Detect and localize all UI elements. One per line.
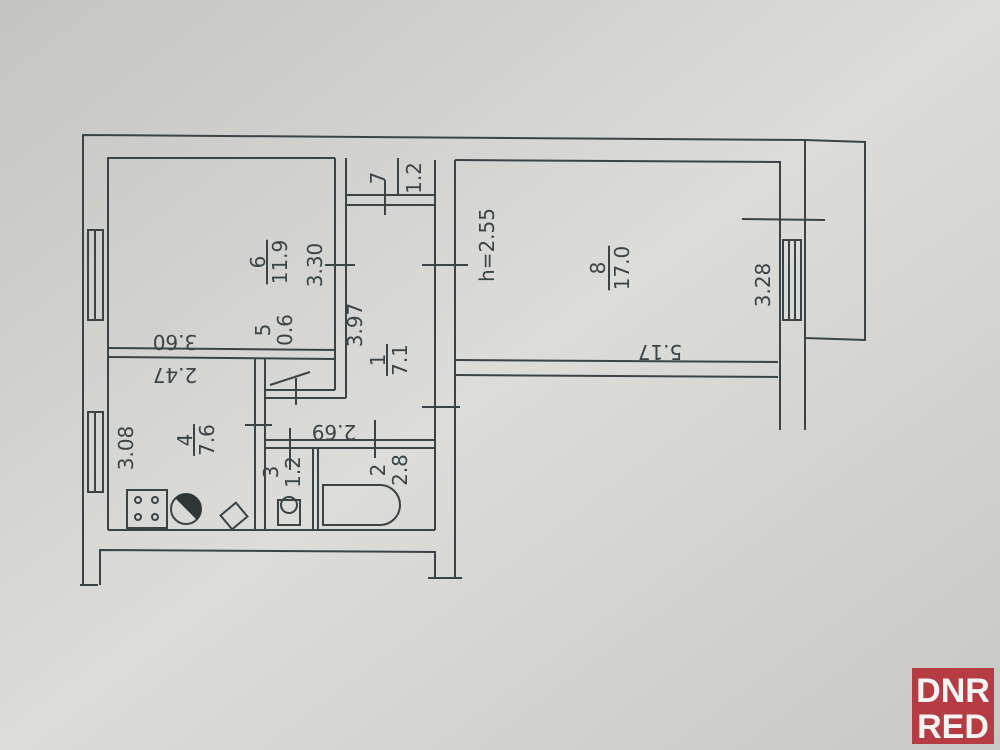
- dimension-3-60: 3.60: [153, 330, 198, 354]
- room-5-number: 5: [251, 324, 275, 337]
- room-4-area: 7.6: [195, 424, 219, 456]
- room-3-area: 1.2: [281, 456, 305, 488]
- room-labels: 6 11.9 5 0.6 1 7.1 4 7.6 3 1.2 2 2.8 7 1…: [173, 162, 634, 488]
- dimension-3-30: 3.30: [303, 243, 327, 288]
- room-2-number: 2: [366, 464, 390, 477]
- dimension-2-47: 2.47: [153, 363, 198, 387]
- room-5-area: 0.6: [273, 314, 297, 346]
- dimension-ticks: [245, 180, 826, 470]
- fixtures: [126, 484, 401, 531]
- room-1-area: 7.1: [388, 344, 412, 376]
- ceiling-height: h=2.55: [475, 208, 499, 282]
- windows: [87, 229, 802, 493]
- sink-icon: [219, 501, 249, 531]
- dimension-3-97: 3.97: [343, 303, 367, 348]
- room-4-number: 4: [173, 434, 197, 447]
- room-7-area: 1.2: [402, 162, 426, 194]
- dimension-3-28: 3.28: [751, 263, 775, 308]
- toilet-icon: [277, 496, 301, 526]
- room-6-area: 11.9: [268, 240, 292, 285]
- room-2-area: 2.8: [388, 454, 412, 486]
- dimension-labels: 3.30 3.60 2.47 3.08 3.97 2.69 5.17 3.28 …: [114, 208, 775, 470]
- room-1-number: 1: [366, 354, 390, 367]
- walls: [80, 133, 866, 586]
- stove-icon: [126, 489, 168, 529]
- bathtub-icon: [322, 484, 401, 526]
- room-7-number: 7: [366, 172, 390, 185]
- room-3-number: 3: [259, 466, 283, 479]
- gas-meter-icon: [170, 493, 202, 525]
- watermark-line2: RED: [917, 708, 989, 746]
- dimension-2-69: 2.69: [312, 420, 357, 444]
- room-6-number: 6: [246, 256, 270, 269]
- dimension-3-08: 3.08: [114, 426, 138, 471]
- room-8-number: 8: [586, 262, 610, 275]
- watermark-line1: DNR: [916, 672, 990, 710]
- dimension-5-17: 5.17: [638, 340, 683, 364]
- watermark-logo: DNR RED: [912, 668, 994, 746]
- room-8-area: 17.0: [610, 246, 634, 291]
